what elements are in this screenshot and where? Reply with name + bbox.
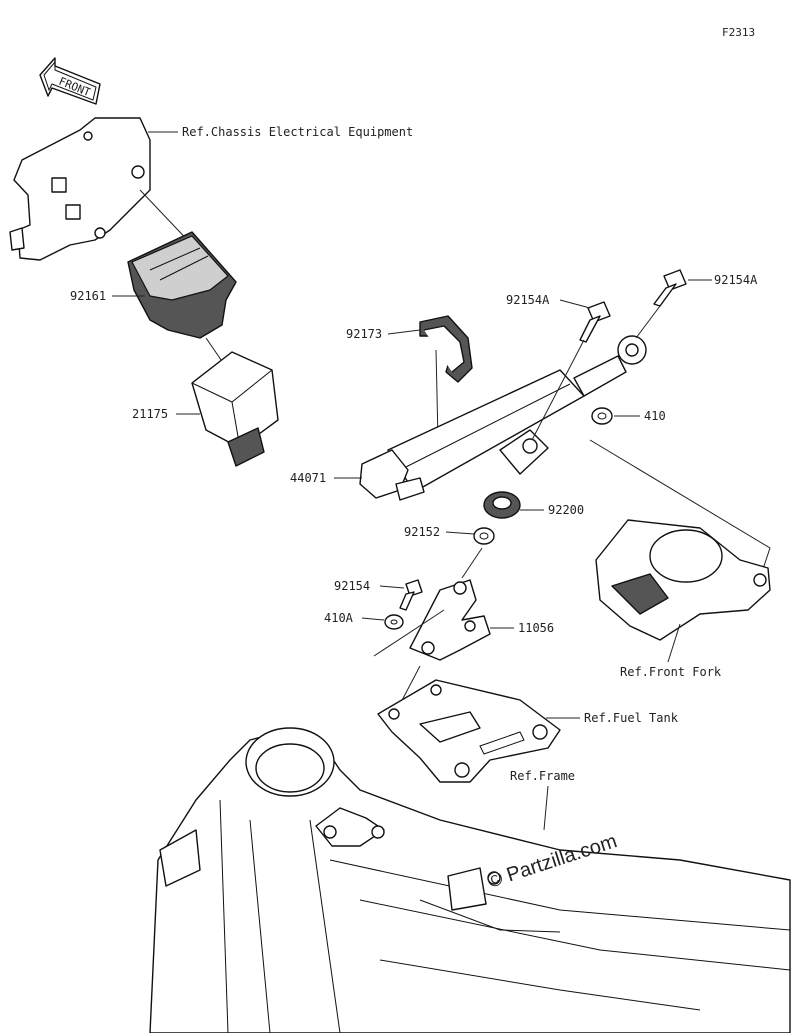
part-21175-relay: [191, 351, 279, 467]
part-92200-bushing: [483, 491, 521, 519]
figure-code: F2313: [722, 26, 755, 39]
label-11056: 11056: [518, 621, 554, 635]
label-92200: 92200: [548, 503, 584, 517]
part-92154A-bolt-left: [579, 301, 611, 343]
fuel-tank-bracket: [377, 679, 561, 783]
label-92154: 92154: [334, 579, 370, 593]
label-410A: 410A: [324, 611, 354, 625]
label-ref-chassis: Ref.Chassis Electrical Equipment: [182, 125, 413, 139]
frame: [149, 727, 791, 1033]
leader-410A: [361, 617, 385, 621]
label-92154A-left: 92154A: [506, 293, 550, 307]
label-92152: 92152: [404, 525, 440, 539]
leader-ref-frame: [543, 785, 549, 831]
label-ref-frame: Ref.Frame: [510, 769, 575, 783]
front-fork-bracket: [595, 519, 771, 641]
part-410A-washer: [384, 614, 404, 630]
part-92154A-bolt-right: [653, 269, 687, 307]
label-ref-front-fork: Ref.Front Fork: [620, 665, 722, 679]
front-arrow: FRONT: [39, 57, 101, 105]
label-44071: 44071: [290, 471, 326, 485]
part-92161-cover: [127, 231, 237, 339]
leader-ref-front-fork: [667, 623, 681, 663]
leader-92173: [387, 329, 421, 335]
part-92154-bolt: [399, 579, 423, 611]
label-92173: 92173: [346, 327, 382, 341]
part-410-washer: [591, 407, 613, 425]
leader-92154A-left: [559, 299, 591, 309]
part-44071-damper: [359, 335, 647, 501]
part-92173-ring: [419, 315, 473, 383]
label-92154A-right: 92154A: [714, 273, 758, 287]
part-92152-collar: [473, 527, 495, 545]
leader-92152: [445, 531, 475, 535]
part-11056-bracket: [373, 579, 491, 661]
label-21175: 21175: [132, 407, 168, 421]
label-ref-fuel-tank: Ref.Fuel Tank: [584, 711, 679, 725]
label-410: 410: [644, 409, 666, 423]
chassis-electrical-bracket: [9, 117, 151, 261]
label-92161: 92161: [70, 289, 106, 303]
leader-92154: [379, 585, 405, 589]
